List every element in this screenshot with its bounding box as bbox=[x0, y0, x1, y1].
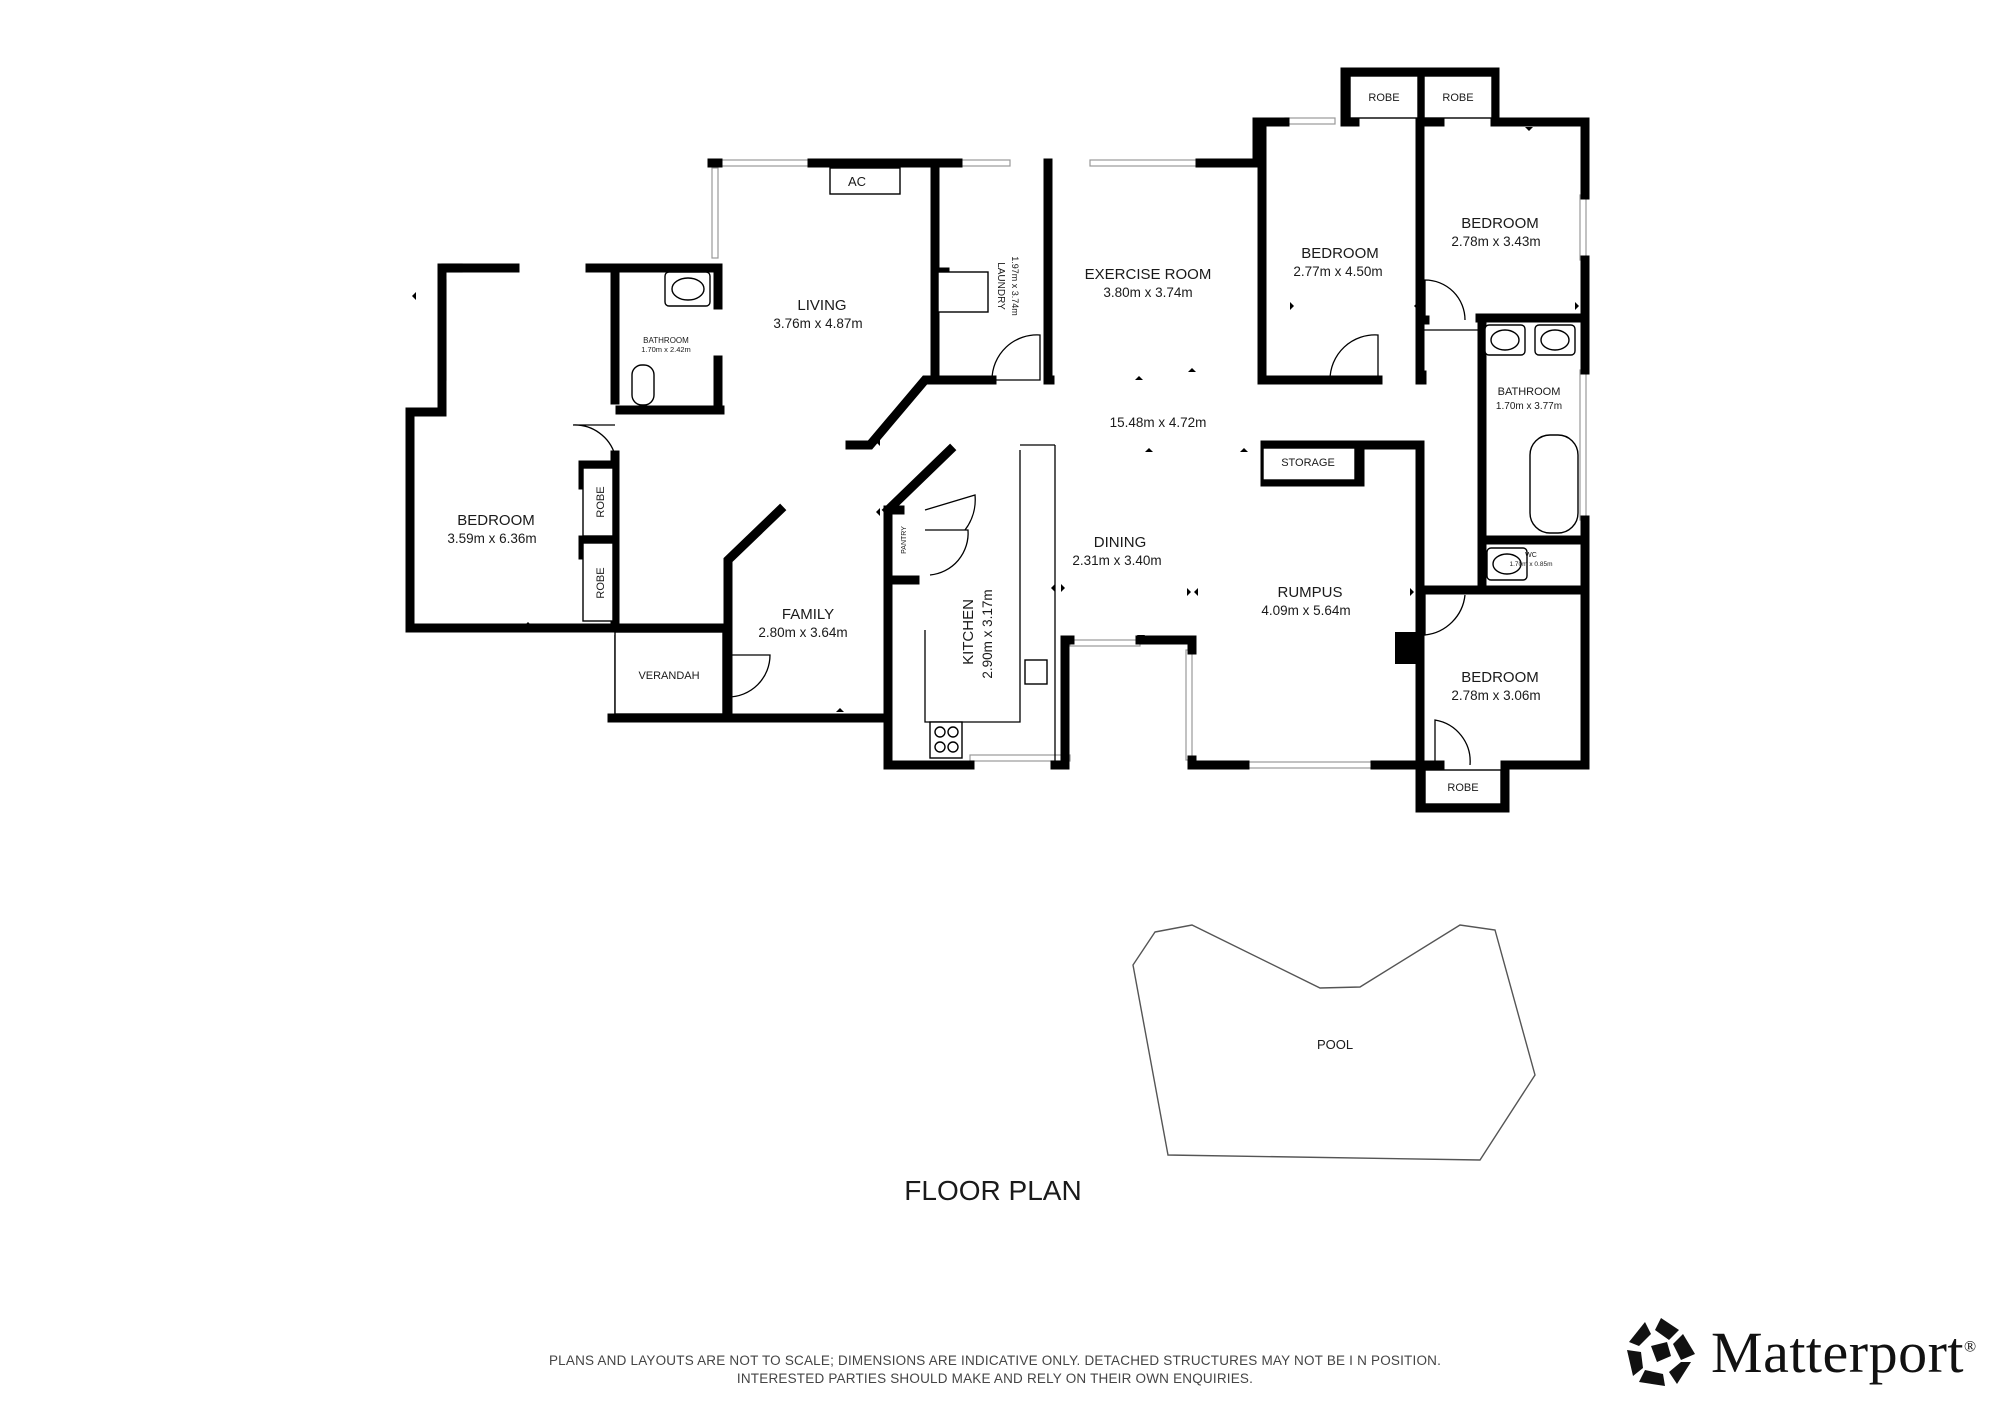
room-name-bedroom-n1: BEDROOM bbox=[1301, 245, 1379, 262]
matterport-wordmark: Matterport® bbox=[1711, 1319, 1977, 1386]
room-name-family: FAMILY bbox=[782, 606, 834, 623]
room-name-bedroom-west: BEDROOM bbox=[457, 512, 535, 529]
room-name-bedroom-n2: BEDROOM bbox=[1461, 215, 1539, 232]
pool-outline bbox=[1132, 924, 1536, 1161]
brand-registered-mark: ® bbox=[1964, 1338, 1977, 1356]
direction-markers bbox=[412, 127, 1579, 712]
room-size-bedroom-n1: 2.77m x 4.50m bbox=[1293, 264, 1382, 279]
room-size-living: 3.76m x 4.87m bbox=[773, 316, 862, 331]
room-size-rumpus: 4.09m x 5.64m bbox=[1261, 603, 1350, 618]
room-name-wc: WC bbox=[1525, 552, 1537, 559]
matterport-logo: Matterport® bbox=[1625, 1316, 1977, 1388]
room-name-dining: DINING bbox=[1094, 534, 1147, 551]
label-robe-north-1: ROBE bbox=[1368, 92, 1399, 104]
disclaimer-line-2: INTERESTED PARTIES SHOULD MAKE AND RELY … bbox=[736, 1371, 1254, 1386]
room-name-bathroom-east: BATHROOM bbox=[1498, 386, 1561, 398]
disclaimer: PLANS AND LAYOUTS ARE NOT TO SCALE; DIME… bbox=[480, 1352, 1510, 1388]
room-labels: BEDROOM 3.59m x 6.36m BATHROOM 1.70m x 2… bbox=[447, 92, 1562, 1206]
plan-title: FLOOR PLAN bbox=[904, 1175, 1081, 1206]
doors bbox=[572, 279, 1471, 766]
matterport-logo-icon bbox=[1627, 1318, 1695, 1386]
room-size-open-area: 15.48m x 4.72m bbox=[1110, 415, 1207, 430]
room-size-wc: 1.70m x 0.85m bbox=[1510, 561, 1553, 568]
fixtures bbox=[582, 75, 1579, 805]
brand-name: Matterport bbox=[1711, 1319, 1965, 1385]
label-storage: STORAGE bbox=[1281, 457, 1335, 469]
room-name-rumpus: RUMPUS bbox=[1277, 584, 1342, 601]
room-size-kitchen: 2.90m x 3.17m bbox=[980, 589, 995, 678]
label-verandah: VERANDAH bbox=[638, 670, 699, 682]
room-size-bedroom-west: 3.59m x 6.36m bbox=[447, 531, 536, 546]
room-size-laundry: 1.97m x 3.74m bbox=[1010, 256, 1020, 316]
room-size-bathroom-west: 1.70m x 2.42m bbox=[641, 345, 691, 354]
room-name-bedroom-se: BEDROOM bbox=[1461, 669, 1539, 686]
room-name-pantry: PANTRY bbox=[901, 526, 908, 554]
room-name-laundry: LAUNDRY bbox=[995, 262, 1006, 310]
room-size-dining: 2.31m x 3.40m bbox=[1072, 553, 1161, 568]
label-pool: POOL bbox=[1317, 1037, 1353, 1052]
disclaimer-line-1: PLANS AND LAYOUTS ARE NOT TO SCALE; DIME… bbox=[548, 1353, 1442, 1368]
room-name-living: LIVING bbox=[797, 297, 846, 314]
room-name-exercise: EXERCISE ROOM bbox=[1085, 266, 1212, 283]
label-robe-west-2: ROBE bbox=[595, 567, 607, 598]
label-ac: AC bbox=[848, 174, 866, 189]
label-robe-south: ROBE bbox=[1447, 782, 1478, 794]
room-name-bathroom-west: BATHROOM bbox=[643, 336, 689, 345]
label-robe-west-1: ROBE bbox=[595, 486, 607, 517]
walls bbox=[405, 67, 1590, 813]
room-size-exercise: 3.80m x 3.74m bbox=[1103, 285, 1192, 300]
room-size-bedroom-n2: 2.78m x 3.43m bbox=[1451, 234, 1540, 249]
room-size-bathroom-east: 1.70m x 3.77m bbox=[1496, 401, 1562, 412]
room-size-bedroom-se: 2.78m x 3.06m bbox=[1451, 688, 1540, 703]
room-size-family: 2.80m x 3.64m bbox=[758, 625, 847, 640]
label-robe-north-2: ROBE bbox=[1442, 92, 1473, 104]
room-name-kitchen: KITCHEN bbox=[960, 599, 977, 665]
